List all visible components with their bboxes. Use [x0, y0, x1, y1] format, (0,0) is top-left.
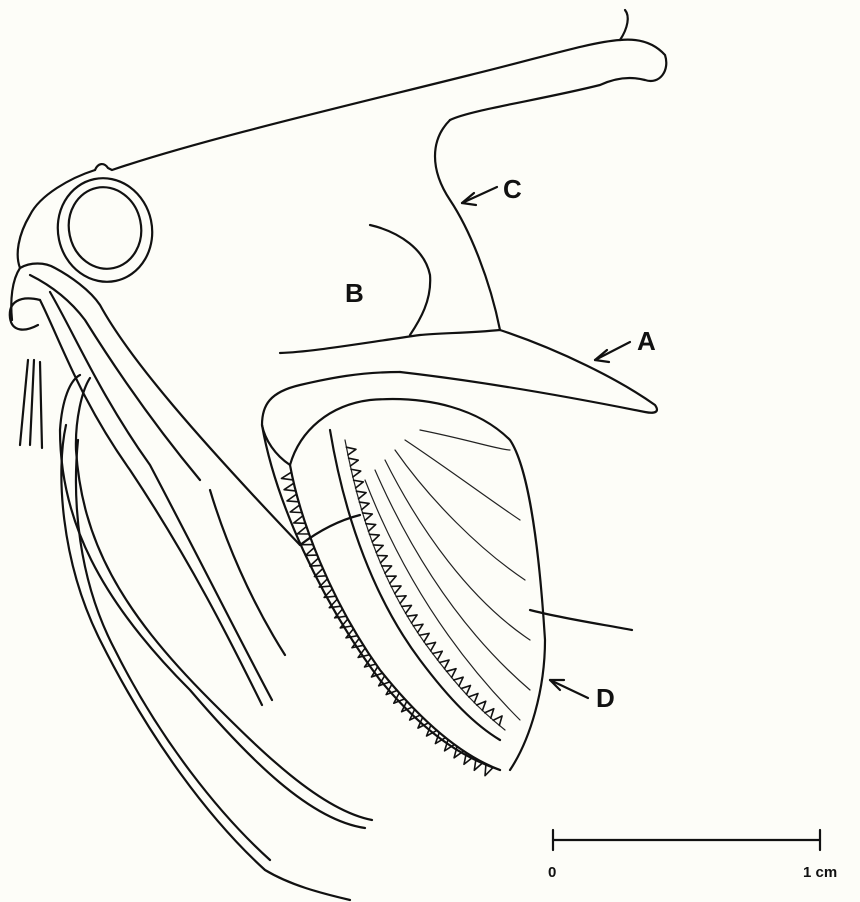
fan-structure — [290, 399, 545, 770]
scale-start-label: 0 — [548, 864, 556, 881]
opercle-outline — [370, 225, 430, 335]
preopercle — [262, 425, 505, 770]
scale-end-label: 1 cm — [803, 864, 837, 881]
opercular-spine — [400, 330, 657, 413]
arrow-d — [550, 680, 588, 698]
jaw — [10, 264, 300, 546]
head-outline — [11, 10, 666, 465]
label-d: D — [596, 683, 615, 713]
serrations — [281, 447, 502, 775]
barbels — [20, 292, 372, 900]
label-c: C — [503, 174, 522, 204]
posttemporal-edge — [435, 120, 500, 330]
label-a: A — [637, 326, 656, 356]
label-b: B — [345, 278, 364, 308]
arrow-c — [462, 187, 497, 205]
scale-bar: 0 1 cm — [548, 830, 837, 881]
eye — [48, 169, 162, 290]
arrow-a — [595, 342, 630, 362]
